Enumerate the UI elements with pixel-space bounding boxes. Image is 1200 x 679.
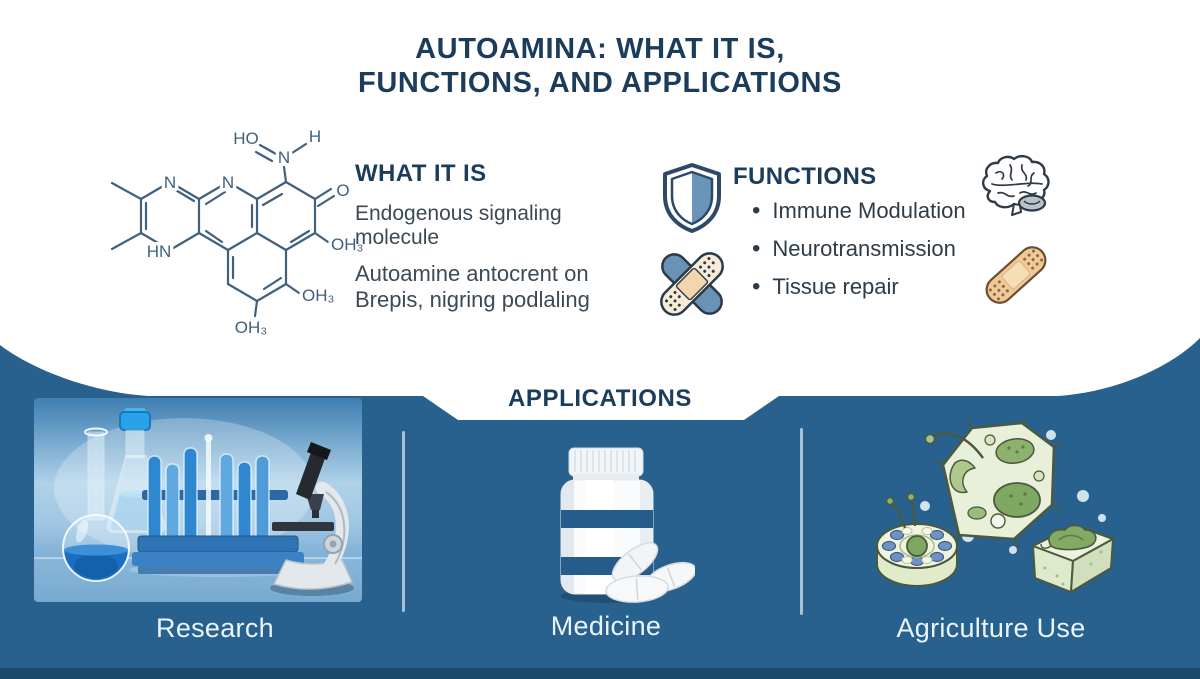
page-title-line1: AUTOAMINA: WHAT IT IS, xyxy=(415,33,785,65)
function-item: • Tissue repair xyxy=(752,275,966,299)
function-item: • Neurotransmission xyxy=(752,237,966,261)
function-item-label: Immune Modulation xyxy=(772,198,966,223)
atom-label-oh3-right: OH₃ xyxy=(331,235,363,254)
panel-divider xyxy=(800,428,803,615)
what-it-is-description-1: Endogenous signaling molecule xyxy=(355,202,562,249)
panel-research xyxy=(34,398,362,602)
atom-label-o: O xyxy=(336,181,349,200)
bandage-icon xyxy=(985,246,1047,304)
atom-label-hn: HN xyxy=(147,242,172,261)
what-it-is-heading: WHAT IT IS xyxy=(355,160,487,187)
tablets xyxy=(605,542,695,603)
panel-label-research: Research xyxy=(156,613,274,643)
bullet-dot: • xyxy=(752,197,761,224)
panel-label-agriculture: Agriculture Use xyxy=(896,613,1086,643)
what-it-is-description-3: Brepis, nigring podlaling xyxy=(355,287,590,312)
page-title-line2: FUNCTIONS, AND APPLICATIONS xyxy=(358,67,842,99)
atom-label-ho: HO xyxy=(233,129,259,148)
function-item: • Immune Modulation xyxy=(752,199,966,223)
footer-accent-bar xyxy=(0,668,1200,679)
functions-heading: FUNCTIONS xyxy=(733,163,877,190)
atom-label-n-oxime: N xyxy=(278,148,290,167)
panel-divider xyxy=(402,431,405,612)
brain-icon xyxy=(982,154,1050,216)
panel-label-medicine: Medicine xyxy=(550,611,662,641)
shield-icon xyxy=(663,163,721,233)
agriculture-illustration xyxy=(876,418,1114,593)
atom-label-h: H xyxy=(309,127,321,146)
molecule-structure-illustration: N N HN N HO H O OH₃ OH₃ OH₃ xyxy=(110,124,367,341)
function-item-label: Tissue repair xyxy=(772,274,899,299)
applications-heading: APPLICATIONS xyxy=(507,385,693,412)
functions-list: • Immune Modulation • Neurotransmission … xyxy=(752,199,966,299)
crossed-bandages-icon xyxy=(660,252,724,316)
bullet-dot: • xyxy=(752,273,761,300)
bullet-dot: • xyxy=(752,235,761,262)
function-item-label: Neurotransmission xyxy=(772,236,956,261)
what-it-is-description-2: Autoamine antocrent on xyxy=(355,261,589,286)
research-photo xyxy=(34,398,362,602)
header-card-shape xyxy=(0,0,1200,420)
medicine-illustration xyxy=(560,447,695,603)
atom-label-n-left: N xyxy=(164,173,176,192)
page-title: AUTOAMINA: WHAT IT IS, FUNCTIONS, AND AP… xyxy=(0,32,1200,100)
atom-label-oh3-mid: OH₃ xyxy=(302,286,334,305)
atom-label-n-top: N xyxy=(222,173,234,192)
atom-label-oh3-bottom: OH₃ xyxy=(235,318,267,337)
what-it-is-section: WHAT IT IS Endogenous signaling molecule… xyxy=(355,160,635,313)
